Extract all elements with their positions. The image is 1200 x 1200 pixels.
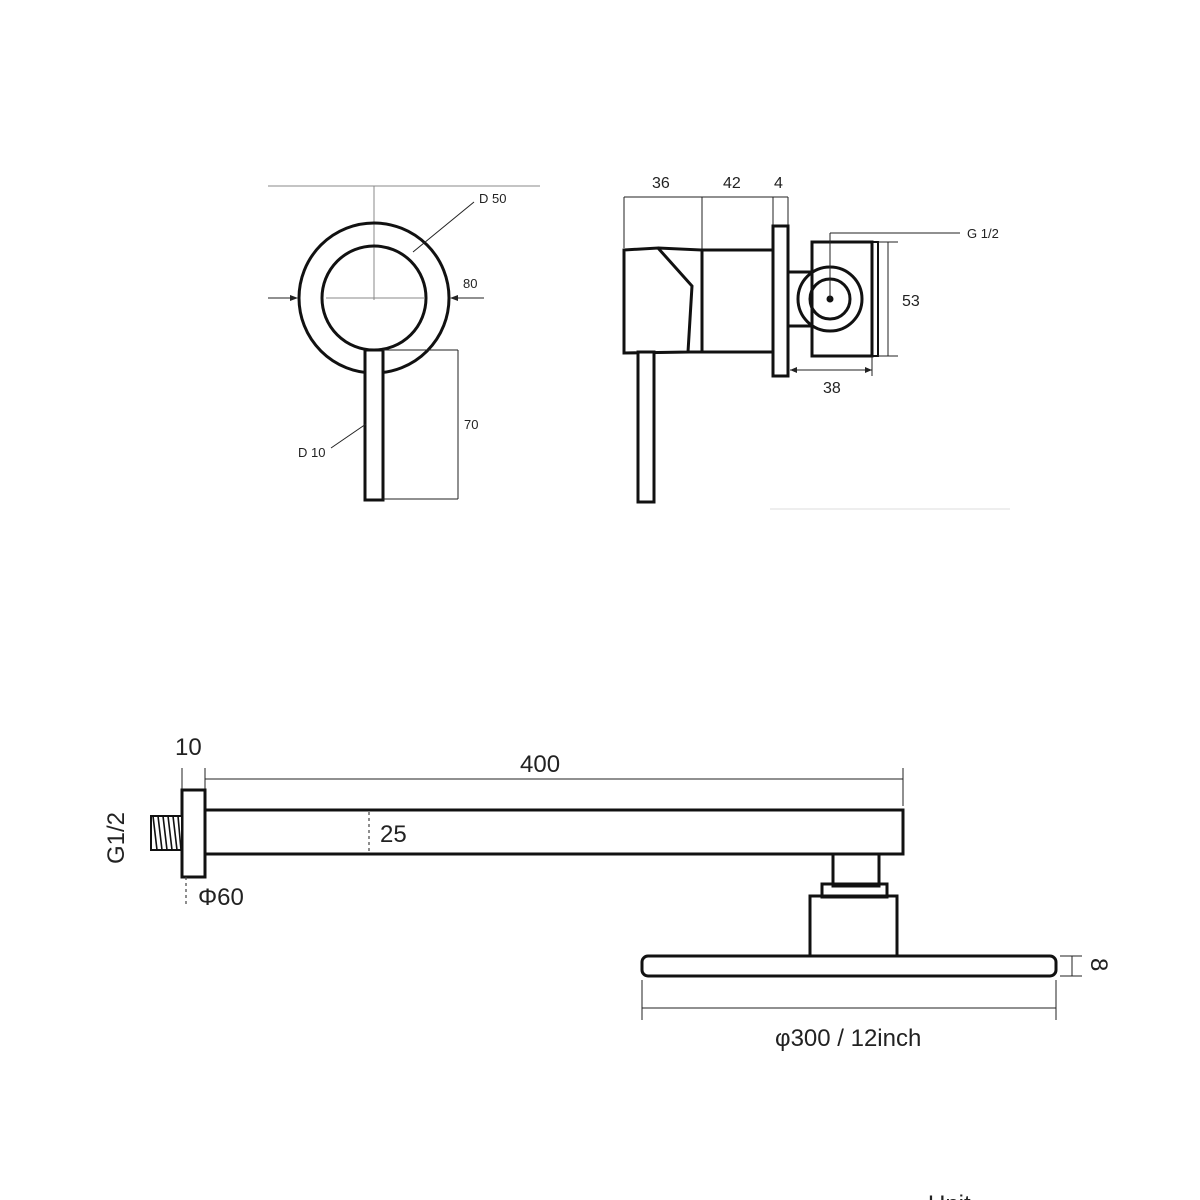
mixer-side-view: 36 42 4 G 1/2 53 38 xyxy=(622,175,1010,510)
shower-arm: 10 400 G1/2 25 Φ60 xyxy=(103,734,905,911)
d10-leader xyxy=(330,423,367,449)
dim-38-left-arrow xyxy=(790,367,797,373)
unit-footer-label: Unit xyxy=(928,1191,971,1200)
width-80-left-arrow xyxy=(290,295,298,301)
width-80-right-arrow xyxy=(450,295,458,301)
lever-70-label: 70 xyxy=(464,417,478,432)
dim-53-label: 53 xyxy=(902,293,920,310)
thickness-8-label: 8 xyxy=(1085,958,1112,971)
d50-leader xyxy=(412,201,475,253)
head-plate xyxy=(640,954,1058,978)
valve-housing-edge xyxy=(871,241,879,357)
diameter-label: φ300 / 12inch xyxy=(775,1025,921,1052)
thread-hatching xyxy=(152,815,182,851)
arm-tube xyxy=(203,808,905,856)
handle-neck xyxy=(657,246,704,354)
side-36-label: 36 xyxy=(652,175,670,192)
side-lever-handle xyxy=(636,350,656,504)
thread-g12-label: G 1/2 xyxy=(967,226,999,241)
flange-10-label: 10 xyxy=(175,734,202,761)
dim-38-label: 38 xyxy=(823,380,841,397)
head-connector-body xyxy=(808,894,899,958)
head-drop-pipe xyxy=(831,852,881,888)
valve-stem xyxy=(786,270,814,328)
length-400-label: 400 xyxy=(520,751,560,778)
width-80-label: 80 xyxy=(463,276,477,291)
mixer-body xyxy=(700,248,775,354)
flange-phi60-label: Φ60 xyxy=(198,884,244,911)
side-42-label: 42 xyxy=(723,175,741,192)
mixer-front-view: D 50 80 70 D 10 xyxy=(268,185,540,502)
wall-flange xyxy=(180,788,207,879)
shower-head: 8 φ300 / 12inch xyxy=(640,852,1112,1052)
dim-38-right-arrow xyxy=(865,367,872,373)
wall-plate xyxy=(771,224,790,378)
arm-thread-label: G1/2 xyxy=(103,812,130,864)
d50-label: D 50 xyxy=(479,191,506,206)
tube-25-label: 25 xyxy=(380,821,407,848)
d10-label: D 10 xyxy=(298,445,325,460)
side-4-label: 4 xyxy=(774,175,783,192)
lever-handle xyxy=(363,348,385,502)
handle-hub xyxy=(622,246,694,355)
